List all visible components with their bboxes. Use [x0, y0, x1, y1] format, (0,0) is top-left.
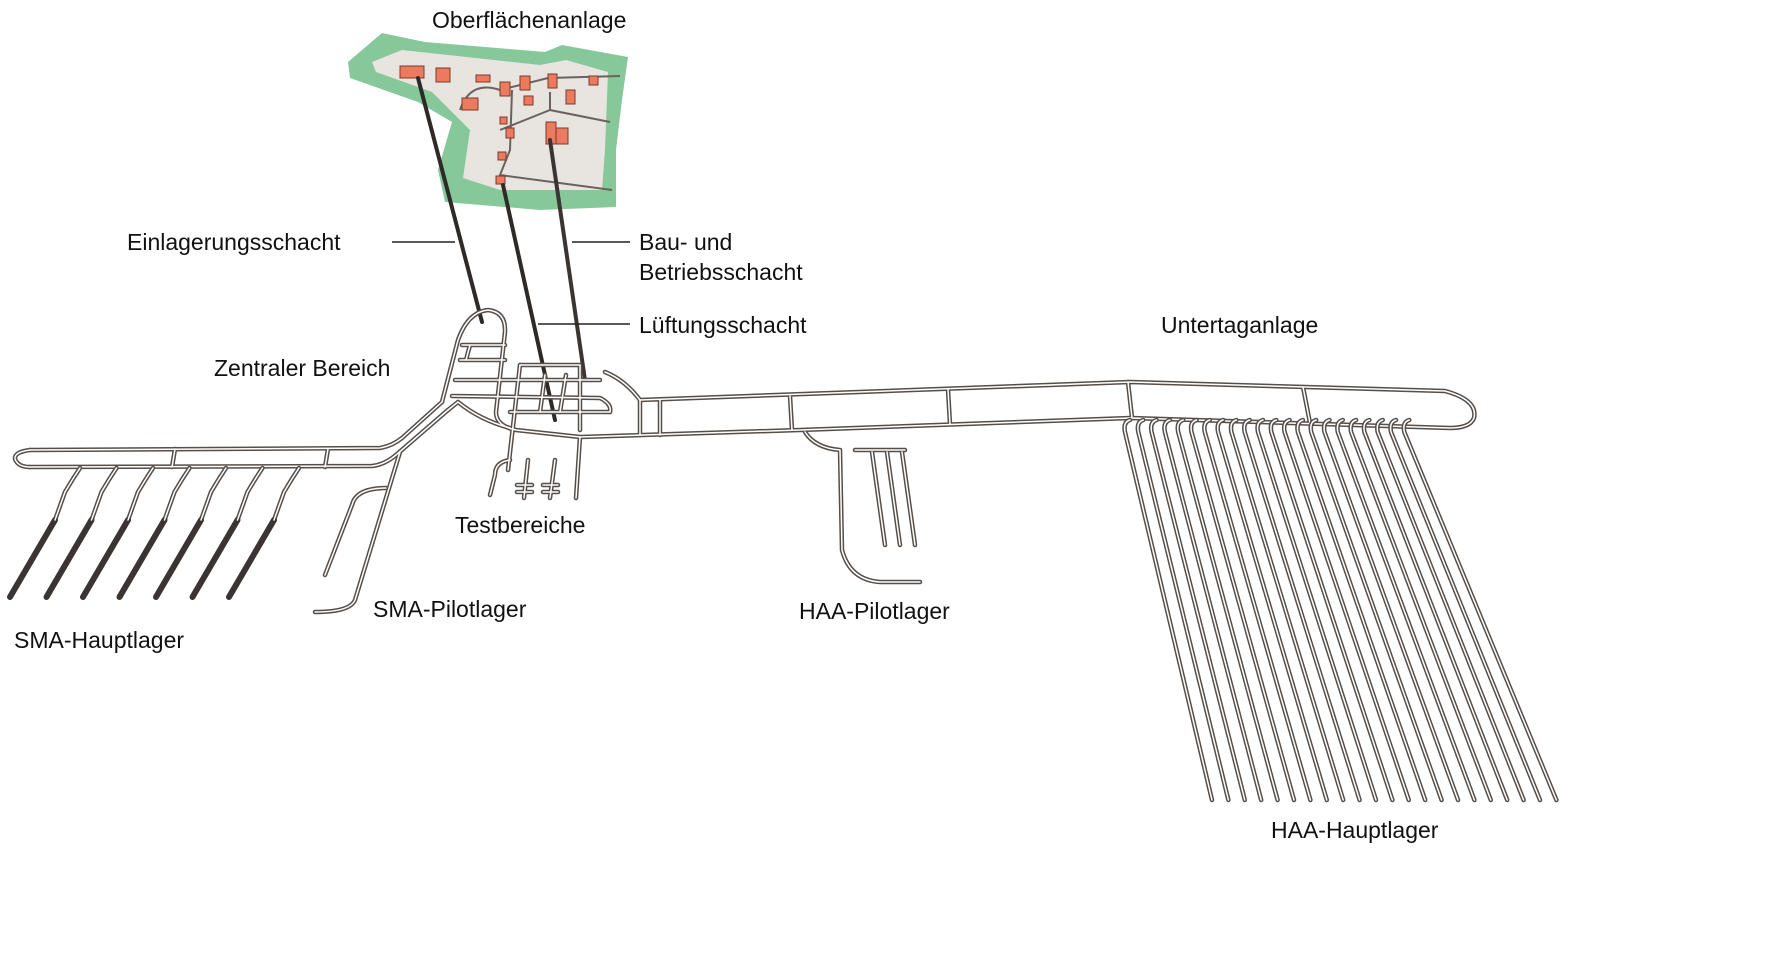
tunnel-core: [1230, 419, 1344, 801]
sma-cavern: [116, 517, 168, 600]
tunnel-core: [14, 449, 31, 468]
tunnel-core: [447, 401, 511, 429]
surface-facility: [348, 33, 628, 210]
tunnel-core: [519, 364, 581, 431]
tunnel-core: [451, 395, 612, 413]
tunnel-core: [507, 364, 521, 471]
sma-cavern: [153, 517, 204, 600]
tunnel-core: [559, 374, 567, 413]
label-ventilation-shaft: Lüftungsschacht: [639, 312, 807, 338]
sma-tunnel: [271, 465, 302, 523]
tunnel-core: [236, 467, 264, 521]
sma-tunnel: [125, 465, 156, 523]
label-test-areas: Testbereiche: [455, 512, 586, 538]
underground-tunnels: [12, 307, 1477, 615]
sma-tunnel: [235, 465, 265, 523]
tunnel-core: [1203, 419, 1312, 801]
tunnel-core: [1150, 419, 1246, 801]
tunnel-core: [871, 451, 886, 546]
tunnel-core: [1336, 419, 1476, 801]
tunnel-core: [1310, 419, 1443, 801]
tunnel-core: [789, 395, 793, 431]
sma-cavern: [80, 517, 131, 600]
tunnel-core: [163, 467, 191, 521]
sma-cavern: [189, 517, 241, 600]
tunnel-core: [1363, 419, 1508, 801]
label-haa-main: HAA-Hauptlager: [1271, 817, 1439, 843]
tunnel-core: [29, 409, 449, 468]
sma-cavern: [7, 517, 58, 600]
label-sma-pilot: SMA-Pilotlager: [373, 596, 527, 622]
tunnel-core: [1190, 419, 1295, 801]
label-central-area: Zentraler Bereich: [214, 355, 391, 381]
sma-tunnel: [198, 465, 229, 523]
tunnel-core: [90, 467, 118, 521]
buildings: [399, 65, 599, 185]
label-sma-main: SMA-Hauptlager: [14, 627, 185, 653]
label-emplacement-shaft: Einlagerungsschacht: [127, 229, 341, 255]
label-construction-shaft-1: Bau- und: [639, 229, 733, 255]
tunnel-core: [804, 431, 921, 583]
tunnel-core: [1349, 419, 1492, 801]
label-haa-pilot: HAA-Pilotlager: [799, 598, 950, 624]
tunnel-core: [324, 487, 387, 576]
tunnel-core: [1302, 386, 1311, 424]
tunnel-core: [273, 467, 300, 521]
tunnel-core: [1177, 419, 1279, 801]
tunnel-core: [314, 451, 401, 613]
leader-lines: [392, 241, 630, 325]
tunnel-core: [1389, 419, 1541, 801]
tunnel-core: [901, 451, 916, 546]
tunnel-core: [1403, 419, 1558, 801]
sma-cavern: [43, 517, 95, 600]
tunnel-core: [200, 467, 227, 521]
tunnel-core: [1323, 419, 1459, 801]
tunnel-core: [1216, 419, 1328, 801]
emplacement-shaft: [416, 76, 484, 324]
label-construction-shaft-2: Betriebsschacht: [639, 259, 803, 285]
tunnel-core: [1376, 419, 1525, 801]
tunnel-core: [324, 448, 329, 468]
tunnel-core: [171, 448, 176, 468]
tunnel-core: [1137, 419, 1230, 801]
tunnel-core: [947, 389, 951, 425]
ventilation-shaft: [501, 183, 557, 422]
tunnel-core: [575, 436, 581, 499]
construction-shaft: [548, 138, 587, 382]
tunnel-core: [54, 467, 81, 521]
sma-main-repository: [7, 465, 302, 600]
sma-tunnel: [162, 465, 192, 523]
tunnel-core: [1283, 419, 1410, 801]
tunnel-core: [1296, 419, 1426, 801]
tunnel-core: [1270, 419, 1394, 801]
tunnel-core: [539, 374, 546, 413]
sma-tunnel: [52, 465, 83, 523]
tunnel-core: [465, 344, 471, 361]
haa-main-repository: [1122, 417, 1559, 803]
label-underground: Untertaganlage: [1161, 312, 1319, 338]
tunnel-core: [127, 467, 154, 521]
tunnel-core: [29, 401, 443, 451]
tunnel-core: [1243, 419, 1361, 801]
tunnel-core: [441, 309, 1476, 438]
label-surface-facility: Oberflächenanlage: [432, 7, 627, 33]
tunnel-core: [1123, 419, 1213, 801]
sma-tunnel: [89, 465, 119, 523]
tunnel-core: [1256, 419, 1377, 801]
tunnel-core: [1163, 419, 1262, 801]
tunnel-core: [886, 451, 901, 546]
tunnel-core: [489, 459, 511, 496]
sma-cavern: [226, 517, 277, 600]
tunnel-core: [1127, 381, 1133, 419]
